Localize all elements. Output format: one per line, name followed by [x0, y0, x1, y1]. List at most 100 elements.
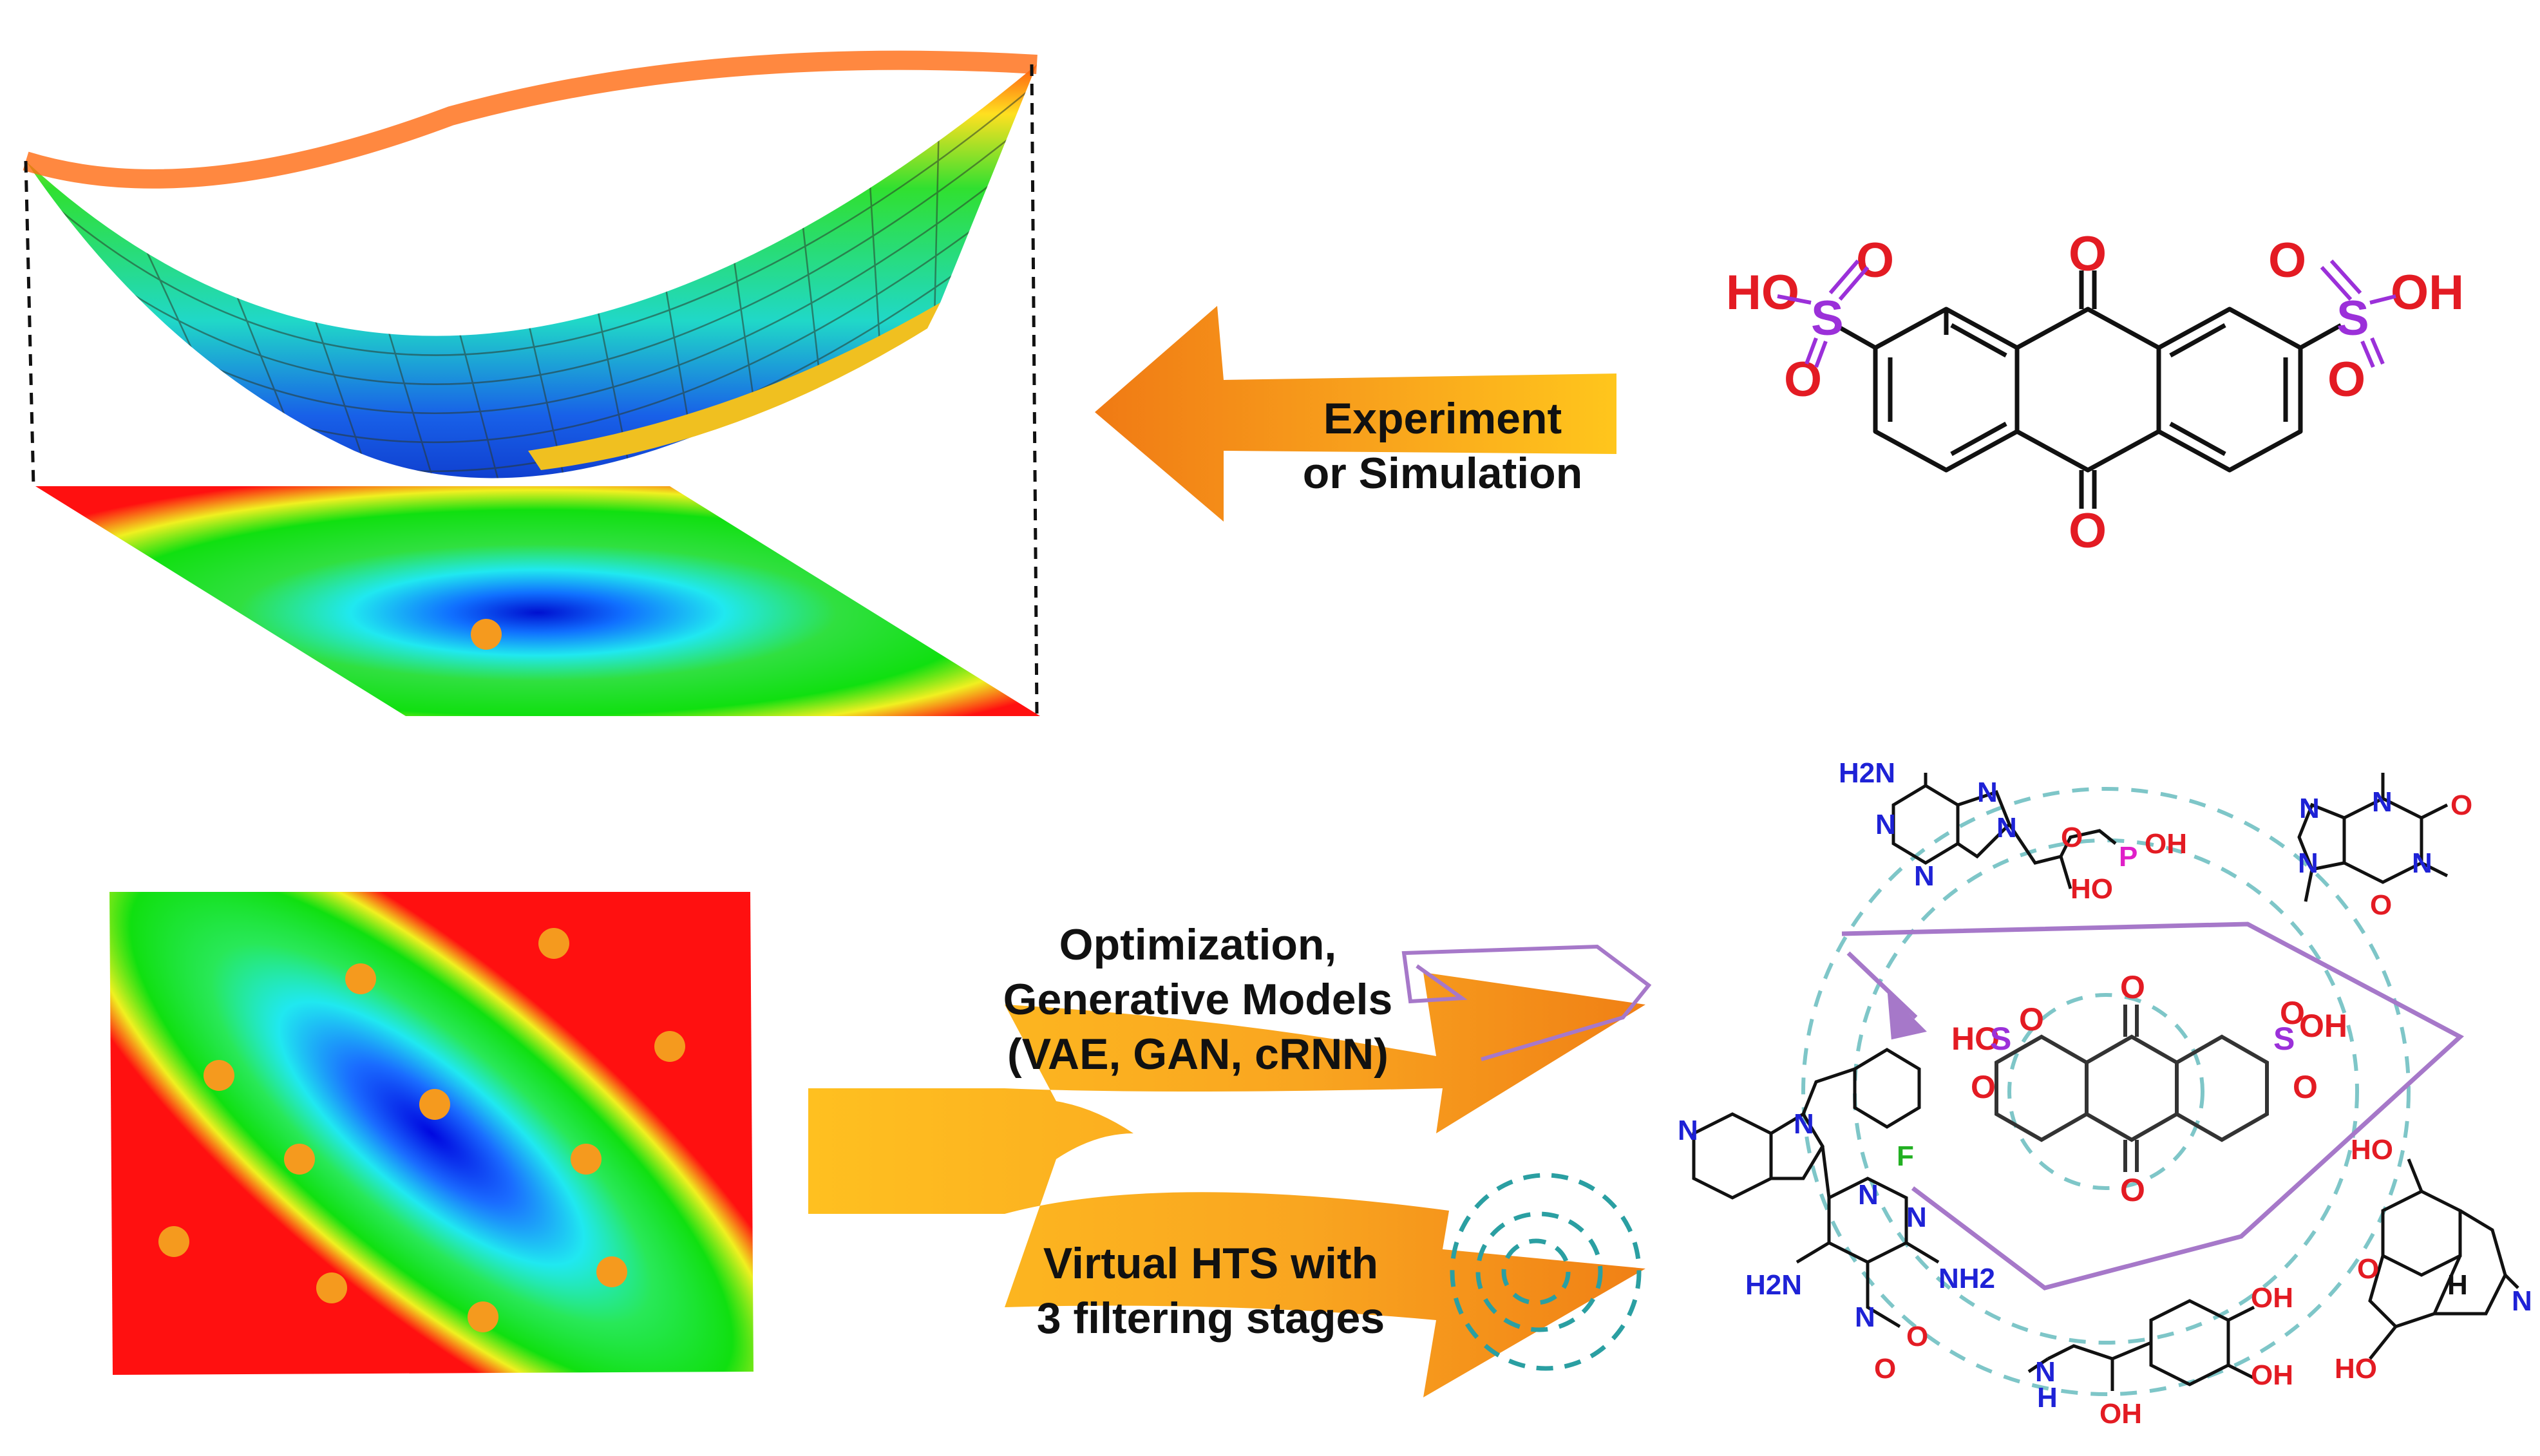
- atom-h2n: H2N: [1745, 1269, 1802, 1301]
- molecule-caffeine: [2297, 773, 2449, 902]
- sample-dots: [158, 928, 685, 1332]
- atom-h2n: H2N: [1839, 757, 1895, 789]
- sample-dot: [468, 1301, 498, 1332]
- molecule-morphine-atoms: HO O H N HO: [2335, 1134, 2532, 1385]
- atom-n: N: [1855, 1301, 1875, 1333]
- forked-arrow: [808, 972, 1645, 1397]
- atom-s: S: [2273, 1021, 2295, 1057]
- optimization-path: [1401, 944, 1652, 1061]
- optimization-label-line2: Generative Models: [1003, 975, 1393, 1024]
- atom-nh2: NH2: [1938, 1263, 1995, 1294]
- atom-n: N: [1858, 1179, 1879, 1211]
- sample-dot: [345, 963, 376, 994]
- atom-o: O: [2327, 352, 2365, 407]
- molecule-epinephrine: [2027, 1299, 2255, 1391]
- sample-dot: [158, 1226, 189, 1257]
- atom-ho: HO: [2071, 873, 2113, 905]
- sample-dot: [204, 1060, 234, 1091]
- atom-o: O: [2069, 504, 2107, 558]
- sample-dot: [654, 1031, 685, 1062]
- atom-o: O: [1971, 1069, 1996, 1105]
- atom-n: N: [1977, 777, 1998, 808]
- atom-s: S: [2336, 291, 2369, 346]
- atom-o: O: [2293, 1069, 2318, 1105]
- molecule-caffeine-atoms: N N N N O O: [2298, 786, 2472, 921]
- sample-dot: [571, 1144, 602, 1175]
- atom-ho: HO: [1726, 265, 1799, 320]
- experiment-arrow: [1095, 306, 1616, 522]
- molecule-aqds-top-atoms: O O S S HO OH O O O O: [1726, 227, 2464, 558]
- atom-f: F: [1897, 1140, 1914, 1172]
- vhts-label-line2: 3 filtering stages: [1036, 1294, 1385, 1343]
- atom-o: O: [2120, 1172, 2145, 1208]
- design-space-map: [109, 892, 753, 1375]
- experiment-label-line1: Experiment: [1323, 394, 1562, 443]
- atom-n: N: [1906, 1202, 1927, 1233]
- chemical-space-path: [1841, 922, 2465, 1291]
- atom-n: N: [2412, 847, 2432, 879]
- sulfonyl-bonds-top: [1777, 259, 2396, 368]
- sample-dot: [538, 928, 569, 959]
- molecule-epinephrine-atoms: OH OH OH N H: [2035, 1282, 2293, 1430]
- atom-oh: OH: [2251, 1359, 2293, 1391]
- atom-n: N: [1678, 1115, 1698, 1146]
- atom-o: O: [1856, 233, 1894, 288]
- atom-n: N: [1794, 1108, 1814, 1140]
- atom-oh: OH: [2299, 1008, 2347, 1044]
- sample-dot: [284, 1144, 315, 1175]
- atom-s: S: [1811, 291, 1844, 346]
- vhts-label: Virtual HTS with 3 filtering stages: [992, 1236, 1430, 1346]
- sample-dot: [419, 1089, 450, 1120]
- vhts-label-line1: Virtual HTS with: [1043, 1239, 1379, 1288]
- atom-oh: OH: [2099, 1398, 2142, 1430]
- sample-dot: [316, 1272, 347, 1303]
- atom-h: H: [2447, 1269, 2468, 1301]
- atom-ho: HO: [1951, 1021, 2000, 1057]
- molecule-aqds-center-atoms: O O HO S S OH O O O O: [1951, 969, 2347, 1208]
- atom-o: O: [1784, 352, 1822, 407]
- molecule-tenofovir: [1891, 773, 2117, 889]
- vhts-filter-circles: [1450, 1173, 1642, 1371]
- atom-n: N: [2372, 786, 2393, 818]
- atom-o: O: [2120, 969, 2145, 1005]
- atom-n: N: [1875, 809, 1896, 840]
- molecule-aqds-top: [1834, 270, 2342, 509]
- atom-o: O: [2268, 233, 2306, 288]
- optimization-label-line3: (VAE, GAN, cRNN): [1007, 1030, 1388, 1079]
- sample-dot: [596, 1256, 627, 1287]
- atom-o: O: [1906, 1321, 1928, 1352]
- atom-n: N: [1914, 860, 1935, 892]
- optimization-label-line1: Optimization,: [1059, 920, 1337, 969]
- atom-o: O: [2450, 789, 2472, 821]
- atom-n: N: [2299, 793, 2320, 824]
- atom-n: N: [2298, 847, 2318, 879]
- experiment-label-line2: or Simulation: [1302, 449, 1583, 498]
- atom-o: O: [2280, 995, 2305, 1031]
- molecule-vericiguat-atoms: N N F N N NH2 H2N N O O: [1678, 1108, 1995, 1385]
- atom-h: H: [2037, 1382, 2058, 1413]
- atom-n: N: [2035, 1356, 2056, 1388]
- atom-oh: OH: [2145, 828, 2187, 860]
- atom-o: O: [2357, 1253, 2379, 1285]
- atom-o: O: [2019, 1001, 2044, 1037]
- atom-ho: HO: [2351, 1134, 2393, 1166]
- molecule-aqds-center: [1995, 1005, 2269, 1172]
- atom-s: S: [1990, 1021, 2011, 1057]
- molecule-morphine: [2368, 1158, 2519, 1360]
- top-minimum-dot: [471, 619, 502, 650]
- atom-o: O: [2069, 227, 2107, 281]
- energy-projection-plane: [35, 486, 1040, 716]
- atom-oh: OH: [2251, 1282, 2293, 1314]
- atom-o: O: [2370, 889, 2392, 921]
- atom-n: N: [2512, 1285, 2532, 1317]
- atom-n: N: [1996, 812, 2017, 844]
- chemical-space-circles: [1801, 787, 2411, 1396]
- optimization-label: Optimization, Generative Models (VAE, GA…: [960, 918, 1436, 1082]
- molecule-vericiguat: [1692, 1048, 1940, 1328]
- atom-ho: HO: [2335, 1353, 2377, 1385]
- atom-p: P: [2119, 841, 2137, 873]
- atom-o: O: [2061, 822, 2083, 853]
- molecule-tenofovir-atoms: H2N N N N N O P OH HO: [1839, 757, 2187, 905]
